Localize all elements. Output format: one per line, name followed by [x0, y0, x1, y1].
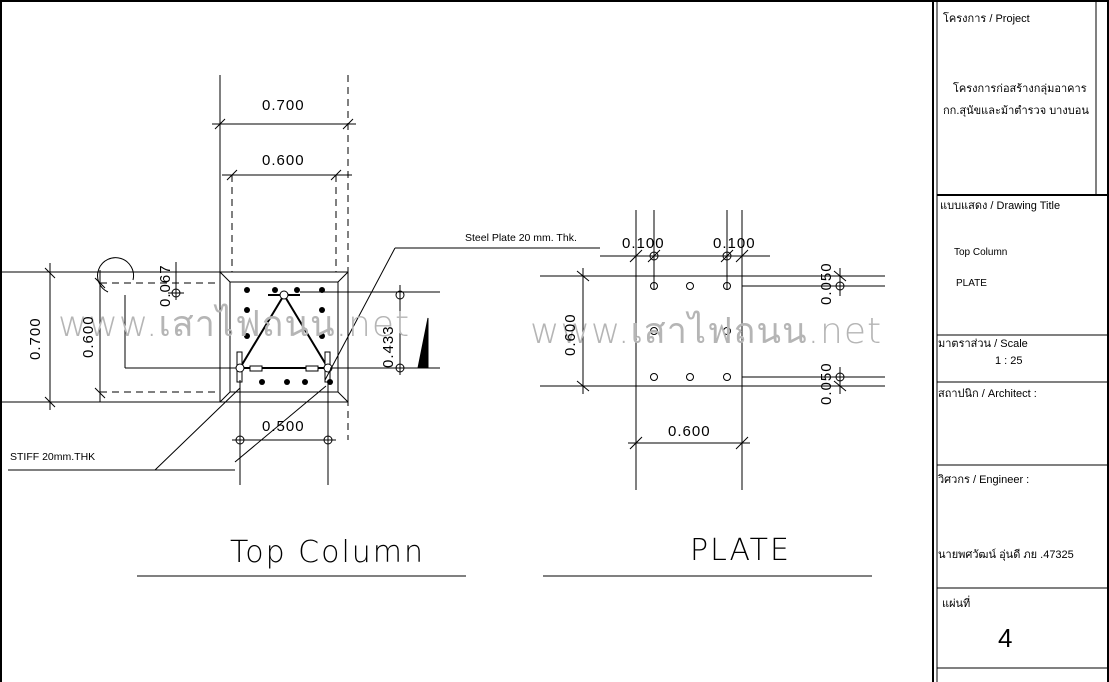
plate-drawing	[540, 210, 885, 577]
project-line-2: กก.สุนัขและม้าตำรวจ บางบอน	[943, 105, 1089, 117]
plate-dim-bottom: 0.600	[668, 423, 711, 440]
project-line-1: โครงการก่อสร้างกลุ่มอาคาร	[953, 81, 1087, 95]
watermark-left: www.เสาไฟถนน.net	[58, 303, 410, 345]
top-column-title: Top Column	[230, 535, 425, 570]
dim-top-inner: 0.600	[262, 152, 305, 169]
dim-right: 0.433	[380, 325, 397, 368]
scale-value: 1 : 25	[995, 355, 1023, 367]
drawing-title-label: แบบแสดง / Drawing Title	[940, 200, 1060, 212]
drawing-title-2: PLATE	[956, 278, 987, 289]
dim-left-inner: 0.600	[80, 315, 97, 358]
scale-label: มาตราส่วน / Scale	[938, 338, 1028, 350]
sheet-number: 4	[998, 623, 1012, 653]
note-steel-plate: Steel Plate 20 mm. Thk.	[465, 232, 577, 244]
plate-dim-top-a: 0.100	[622, 235, 665, 252]
plate-dim-top-b: 0.100	[713, 235, 756, 252]
engineer-name: นายพศวัฒน์ อุ่นดี ภย .47325	[938, 548, 1074, 561]
dim-left-outer: 0.700	[27, 317, 44, 360]
engineer-label: วิศวกร / Engineer :	[937, 474, 1029, 486]
dim-top-outer: 0.700	[262, 97, 305, 114]
plate-title: PLATE	[690, 533, 791, 568]
dim-small: 0.067	[157, 264, 174, 307]
project-label: โครงการ / Project	[943, 11, 1030, 25]
plate-dim-left: 0.600	[562, 313, 579, 356]
title-block	[932, 0, 1109, 682]
drawing-title-1: Top Column	[954, 247, 1007, 258]
plate-dim-right-bottom: 0.050	[818, 362, 835, 405]
plate-dim-right-top: 0.050	[818, 262, 835, 305]
top-column-drawing	[0, 75, 600, 577]
watermark-right: www.เสาไฟถนน.net	[530, 310, 882, 352]
note-stiff: STIFF 20mm.THK	[10, 451, 95, 463]
architect-label: สถาปนิก / Architect :	[938, 388, 1037, 400]
dim-bottom: 0.500	[262, 418, 305, 435]
sheet-label: แผ่นที่	[942, 595, 970, 610]
